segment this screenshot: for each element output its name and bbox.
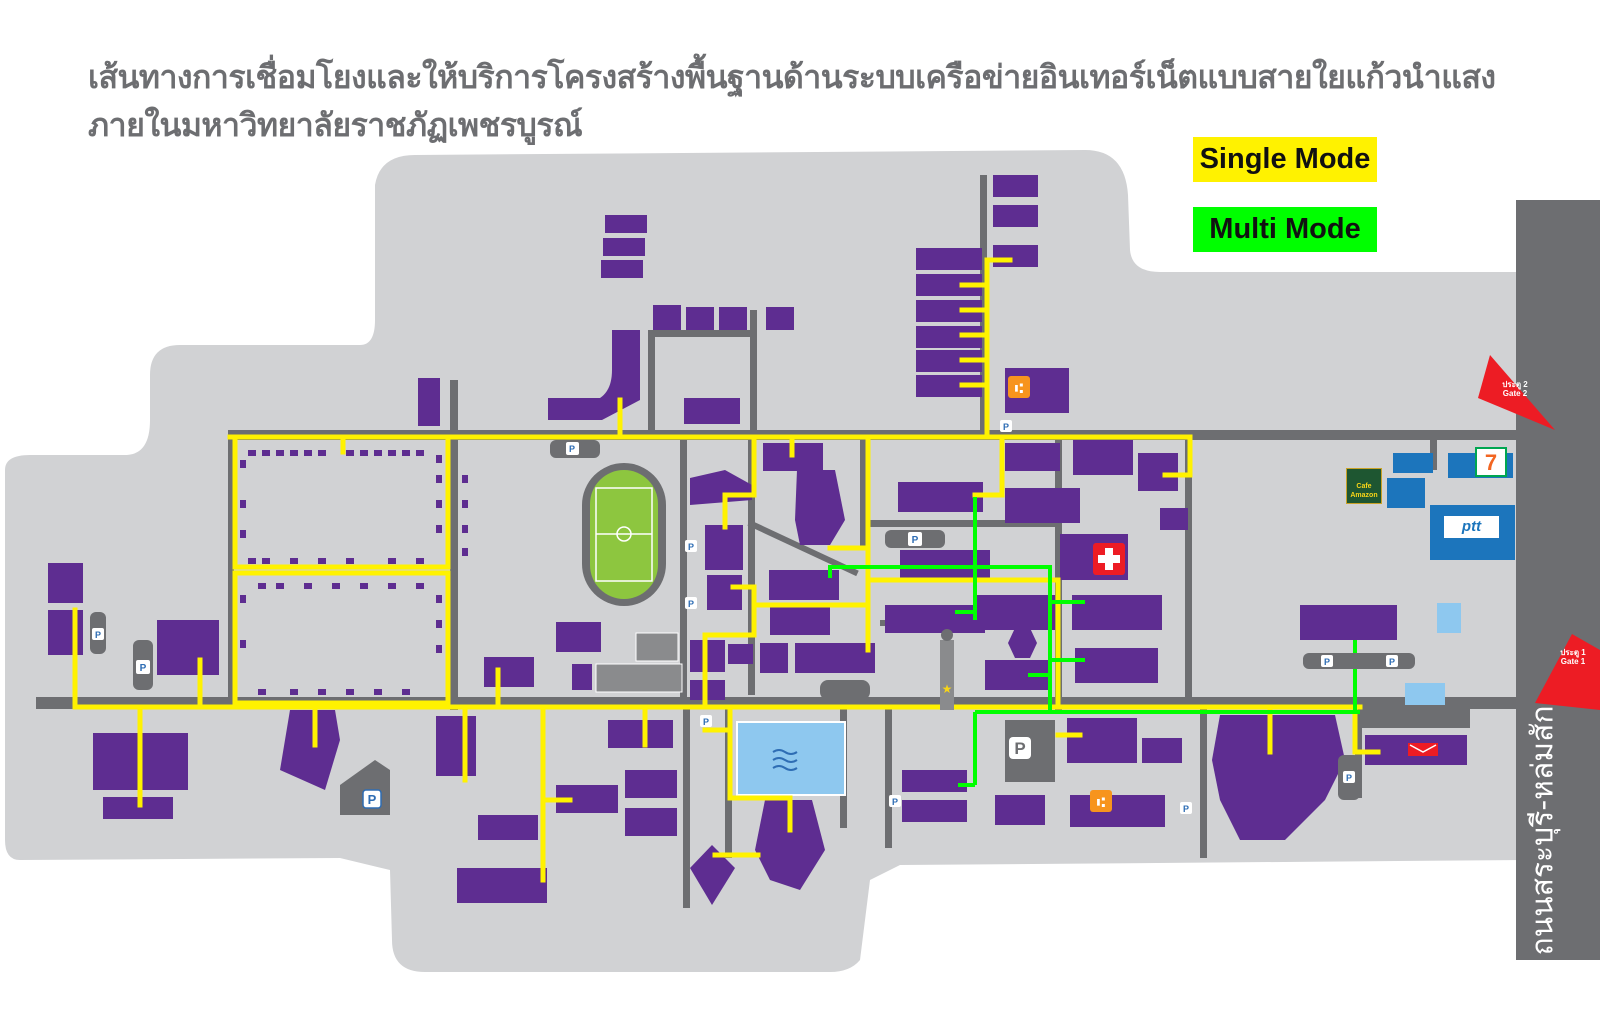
monument-icon: ★ — [940, 629, 954, 710]
svg-text:P: P — [95, 630, 101, 640]
cafe-amazon-logo: Cafe Amazon — [1346, 468, 1382, 504]
svg-text:P: P — [1183, 804, 1189, 814]
food-icon: ⑆ — [1090, 790, 1112, 812]
multi-mode-fiber-routes — [828, 497, 1360, 787]
sport-courts — [595, 632, 683, 693]
svg-text:P: P — [140, 663, 147, 674]
legend-single-mode: Single Mode — [1193, 137, 1377, 182]
svg-text:P: P — [368, 792, 377, 807]
gate-2-marker — [1478, 355, 1555, 430]
legend-multi-mode: Multi Mode — [1193, 207, 1377, 252]
pool-water-icon — [772, 749, 798, 771]
page-title: เส้นทางการเชื่อมโยงและให้บริการโครงสร้าง… — [88, 58, 1496, 96]
svg-text:P: P — [1014, 739, 1025, 758]
road-name-label: ถนนสระบุรี-หล่มสัก — [1525, 704, 1561, 956]
food-icon: ⑆ — [1008, 376, 1030, 398]
parking-icon: P P P P P P P P P P P P P P P — [92, 420, 1398, 814]
svg-text:P: P — [1389, 657, 1395, 667]
svg-text:P: P — [1324, 657, 1330, 667]
swimming-pool — [736, 721, 846, 796]
svg-text:P: P — [688, 599, 694, 609]
svg-text:P: P — [688, 542, 694, 552]
buildings — [48, 175, 1467, 905]
dorm-small-buildings — [240, 450, 468, 695]
svg-text:⑆: ⑆ — [1097, 795, 1106, 811]
page-subtitle: ภายในมหาวิทยาลัยราชภัฏเพชรบูรณ์ — [88, 106, 583, 144]
stadium — [582, 463, 666, 606]
gate-1-marker — [1535, 634, 1600, 710]
highway — [1516, 200, 1600, 960]
water-facility — [1405, 603, 1461, 705]
svg-text:P: P — [912, 535, 919, 546]
post-office-icon — [1408, 743, 1438, 756]
seven-eleven-logo: 7 — [1475, 447, 1507, 477]
svg-text:★: ★ — [942, 682, 953, 696]
svg-text:P: P — [892, 797, 898, 807]
svg-text:P: P — [1003, 422, 1009, 432]
svg-text:P: P — [703, 717, 709, 727]
ptt-logo: ptt — [1444, 516, 1499, 538]
campus-ground — [5, 150, 1530, 972]
hospital-cross-icon — [1093, 543, 1125, 575]
svg-text:P: P — [1346, 773, 1352, 783]
svg-text:⑆: ⑆ — [1015, 381, 1024, 397]
svg-text:P: P — [569, 444, 575, 454]
